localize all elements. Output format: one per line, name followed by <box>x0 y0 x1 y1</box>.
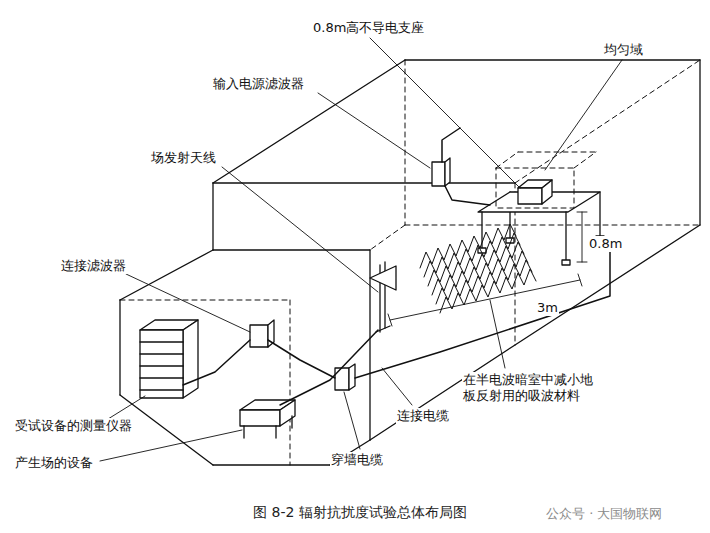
dimension-label: 0.8m <box>588 236 623 252</box>
callout-label: 产生场的设备 <box>14 455 94 471</box>
equipment-under-test <box>518 180 552 204</box>
leader-lines <box>100 38 622 461</box>
callout-label: 均匀域 <box>603 42 644 58</box>
callout-label: 连接滤波器 <box>60 258 127 274</box>
dimension-label: 3m <box>536 300 559 316</box>
callout-label: 在半电波暗室中减小地 板反射用的吸波材料 <box>462 372 604 404</box>
watermark: 公众号 · 大国物联网 <box>545 506 663 522</box>
callout-label: 穿墙电缆 <box>330 452 384 468</box>
control-room-outline <box>120 250 370 465</box>
chamber-hidden-edges <box>370 60 700 345</box>
through-wall-panel <box>335 364 355 390</box>
figure-caption: 图 8-2 辐射抗扰度试验总体布局图 <box>253 503 467 521</box>
measuring-rack <box>140 320 198 398</box>
chamber-outline <box>213 60 700 440</box>
field-generator <box>240 400 295 438</box>
callout-label: 受试设备的测量仪器 <box>14 418 133 434</box>
uniform-field-area <box>496 152 596 208</box>
absorber-material <box>420 224 536 313</box>
callout-label: 输入电源滤波器 <box>212 76 305 92</box>
connection-filter <box>250 320 274 347</box>
dimension-lines <box>388 212 587 326</box>
callout-label: 场发射天线 <box>150 150 217 166</box>
cables <box>183 128 610 405</box>
callout-label: 0.8m高不导电支座 <box>312 20 425 36</box>
callout-label: 连接电缆 <box>396 408 450 424</box>
field-antenna <box>370 262 396 332</box>
input-power-filter <box>432 158 450 186</box>
